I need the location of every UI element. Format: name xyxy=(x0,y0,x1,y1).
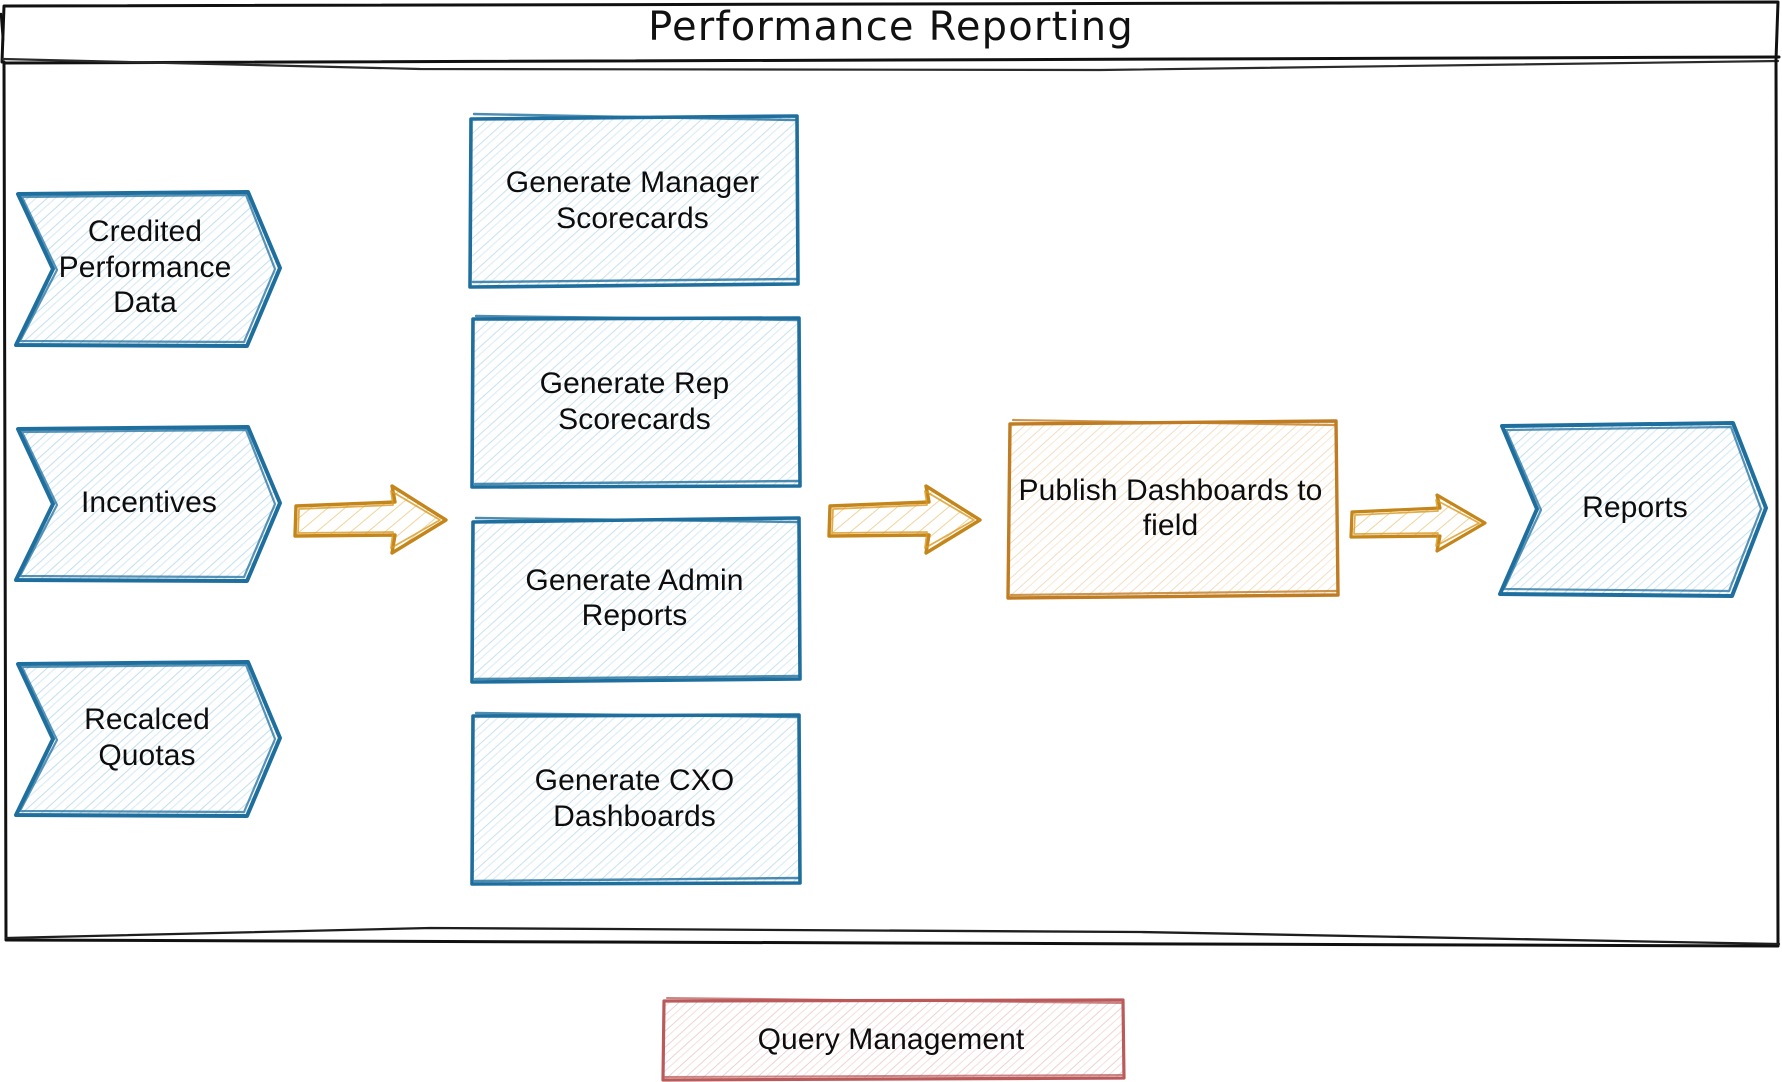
process-node-generate-manager-scorecards[interactable]: Generate Manager Scorecards xyxy=(468,112,800,289)
rectangle-shape xyxy=(468,112,800,289)
right-arrow-icon xyxy=(827,484,982,555)
footer-node-query-management[interactable]: Query Management xyxy=(661,997,1126,1082)
process-label: Generate Rep Scorecards xyxy=(539,367,730,436)
chevron-shape xyxy=(14,660,282,818)
process-node-generate-admin-reports[interactable]: Generate Admin Reports xyxy=(470,516,802,684)
input-label: Recalced Quotas xyxy=(84,703,210,772)
rectangle-shape xyxy=(661,997,1126,1082)
chevron-shape xyxy=(14,425,282,583)
process-label: Generate Manager Scorecards xyxy=(505,166,760,235)
rectangle-shape xyxy=(470,314,802,489)
input-node-credited-performance-data[interactable]: Credited Performance Data xyxy=(14,190,282,348)
process-node-generate-cxo-dashboards[interactable]: Generate CXO Dashboards xyxy=(470,711,802,886)
rectangle-shape xyxy=(470,711,802,886)
process-label: Generate Admin Reports xyxy=(525,563,744,632)
rectangle-shape xyxy=(470,516,802,684)
chevron-shape xyxy=(1498,421,1768,598)
process-label: Publish Dashboards to field xyxy=(1018,473,1323,542)
footer-label: Query Management xyxy=(757,1023,1025,1057)
input-label: Credited Performance Data xyxy=(58,215,232,320)
process-node-publish-dashboards-to-field[interactable]: Publish Dashboards to field xyxy=(1006,418,1340,600)
arrow-processes-to-publish xyxy=(826,480,986,560)
output-node-reports[interactable]: Reports xyxy=(1498,421,1768,598)
rectangle-shape xyxy=(1006,418,1340,600)
diagram-title: Performance Reporting xyxy=(648,4,1134,50)
input-node-recalced-quotas[interactable]: Recalced Quotas xyxy=(14,660,282,818)
input-label: Incentives xyxy=(80,485,218,519)
output-label: Reports xyxy=(1582,491,1688,525)
input-node-incentives[interactable]: Incentives xyxy=(14,425,282,583)
process-node-generate-rep-scorecards[interactable]: Generate Rep Scorecards xyxy=(470,314,802,489)
right-arrow-icon xyxy=(1349,493,1487,553)
arrow-publish-to-reports xyxy=(1348,490,1490,556)
arrow-inputs-to-processes xyxy=(292,480,452,560)
right-arrow-icon xyxy=(293,484,448,555)
process-label: Generate CXO Dashboards xyxy=(534,764,735,833)
chevron-shape xyxy=(14,190,282,348)
